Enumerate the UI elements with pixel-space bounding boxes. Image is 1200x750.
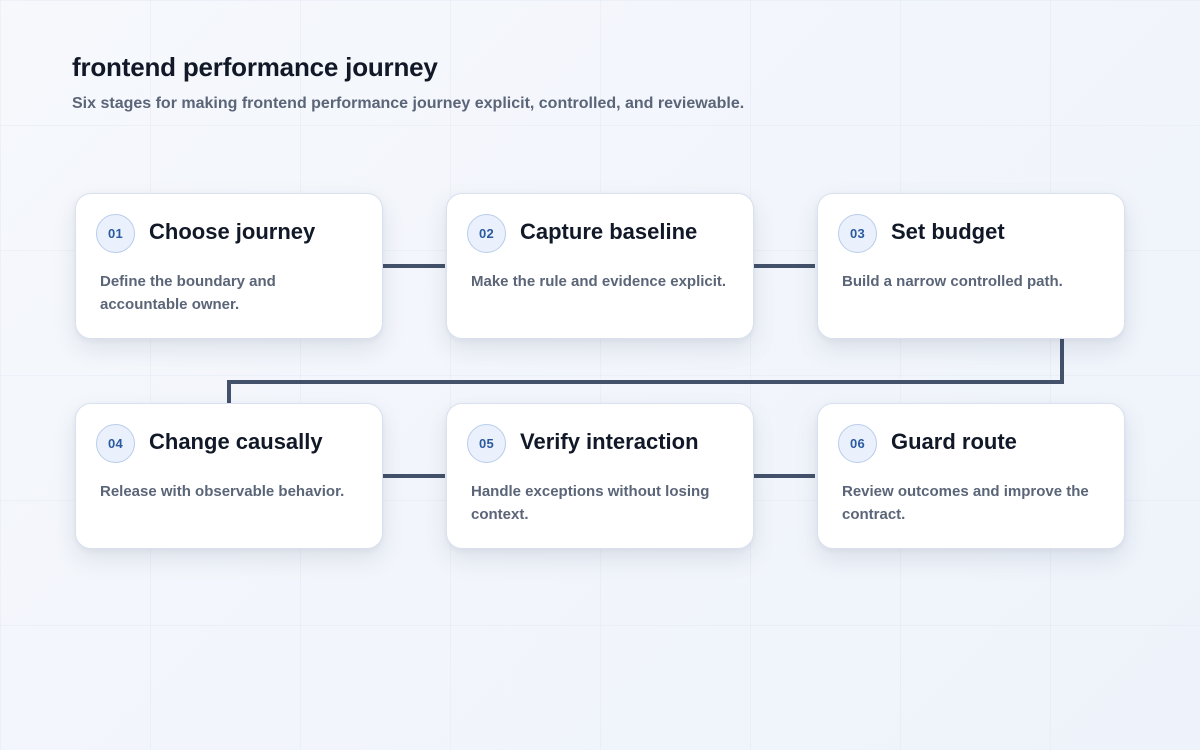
stage-description: Release with observable behavior. xyxy=(100,483,345,500)
stage-title: Set budget xyxy=(891,219,1005,244)
page-title: frontend performance journey xyxy=(72,52,438,82)
stage-card-04: 04 Change causally Release with observab… xyxy=(75,403,383,549)
connector-03-04 xyxy=(227,339,1064,404)
stage-number-badge: 06 xyxy=(838,424,877,463)
page-subtitle: Six stages for making frontend performan… xyxy=(72,95,745,112)
stage-card-02: 02 Capture baseline Make the rule and ev… xyxy=(446,193,754,339)
stage-description: Define the boundary and accountable owne… xyxy=(100,273,276,313)
stage-number-badge: 01 xyxy=(96,214,135,253)
stage-description: Review outcomes and improve the contract… xyxy=(842,483,1089,523)
stage-number-badge: 05 xyxy=(467,424,506,463)
stage-title: Choose journey xyxy=(149,219,316,244)
stage-card-05: 05 Verify interaction Handle exceptions … xyxy=(446,403,754,549)
stage-title: Change causally xyxy=(149,429,323,454)
stage-title: Guard route xyxy=(891,429,1017,454)
stage-number-badge: 02 xyxy=(467,214,506,253)
stage-number-badge: 03 xyxy=(838,214,877,253)
stage-title: Verify interaction xyxy=(520,429,699,454)
stage-card-06: 06 Guard route Review outcomes and impro… xyxy=(817,403,1125,549)
stage-description: Handle exceptions without losing context… xyxy=(471,483,710,523)
stage-card-03: 03 Set budget Build a narrow controlled … xyxy=(817,193,1125,339)
stage-description: Build a narrow controlled path. xyxy=(842,273,1063,290)
stage-title: Capture baseline xyxy=(520,219,698,244)
stage-number-badge: 04 xyxy=(96,424,135,463)
stage-card-01: 01 Choose journey Define the boundary an… xyxy=(75,193,383,339)
stage-description: Make the rule and evidence explicit. xyxy=(471,273,727,290)
